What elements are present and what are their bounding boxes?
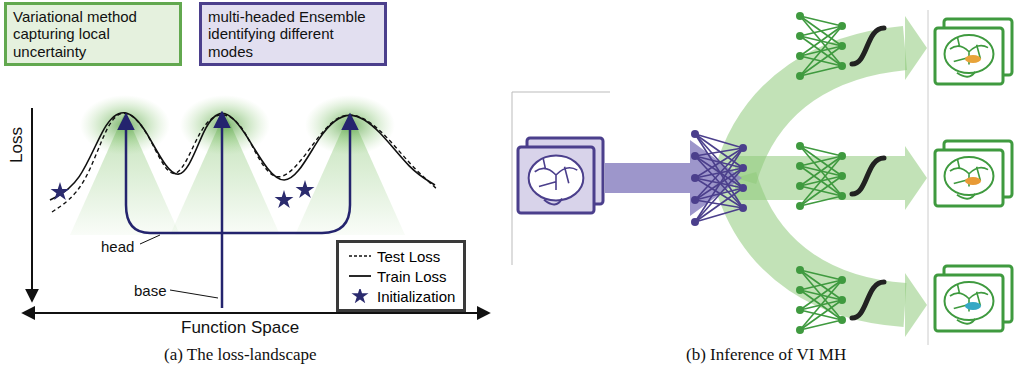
arrow-head: [905, 146, 927, 210]
legend-row: Test Loss: [347, 246, 455, 266]
brain-scan-icon: [935, 141, 1012, 206]
head-arrow: [222, 116, 350, 233]
subcaption: (a) The loss-landscape: [164, 345, 317, 365]
box-text: Variational method capturing local uncer…: [13, 8, 173, 60]
axis-label: Function Space: [181, 318, 299, 338]
part-label: base: [134, 282, 167, 299]
axis-label: Loss: [7, 127, 27, 163]
legend-box: Test LossTrain LossInitialization: [336, 240, 466, 312]
loss-axis: [31, 108, 33, 300]
initialization-star: [275, 190, 294, 208]
brain-scan-icon: [935, 266, 1012, 331]
base-arrow: [605, 140, 742, 216]
sigmoid-symbol: [852, 158, 884, 194]
legend-sample: [347, 289, 373, 303]
sigmoid-symbol: [852, 28, 884, 64]
legend-sample: [347, 249, 373, 263]
brain-scan-icon: [935, 19, 1012, 84]
frame-line: [928, 10, 929, 345]
head-branch-arrow: [735, 178, 905, 305]
initialization-star: [51, 182, 70, 200]
box-text: multi-headed Ensemble identifying differ…: [208, 8, 378, 60]
brain-scan-icon: [518, 138, 603, 213]
legend-sample: [347, 269, 373, 283]
leader-line: [170, 290, 218, 298]
text-box: Variational method capturing local uncer…: [4, 2, 182, 66]
legend-text: Initialization: [377, 288, 455, 305]
legend-row: Train Loss: [347, 266, 455, 286]
legend-text: Test Loss: [377, 248, 440, 265]
train-loss-curve: [50, 113, 435, 200]
network: [691, 130, 747, 226]
leader-line: [140, 235, 160, 244]
inference-illustration: [512, 10, 1012, 345]
subcaption: (b) Inference of VI MH: [686, 345, 846, 365]
network: [796, 12, 846, 80]
text-box: multi-headed Ensemble identifying differ…: [199, 2, 387, 66]
legend-row: Initialization: [347, 286, 455, 306]
arrow-head: [905, 273, 927, 337]
network: [796, 142, 846, 210]
network: [796, 266, 846, 334]
base-arrow: [221, 114, 224, 308]
arrow-head: [905, 16, 927, 80]
frame-line: [512, 92, 610, 265]
function-space-axis: [24, 312, 488, 314]
sigmoid-symbol: [852, 282, 884, 318]
loss-landscape: [24, 95, 488, 313]
initialization-star: [296, 180, 315, 198]
legend-text: Train Loss: [377, 268, 446, 285]
head-arrow: [126, 116, 222, 233]
test-loss-curve: [52, 113, 438, 212]
part-label: head: [101, 238, 134, 255]
